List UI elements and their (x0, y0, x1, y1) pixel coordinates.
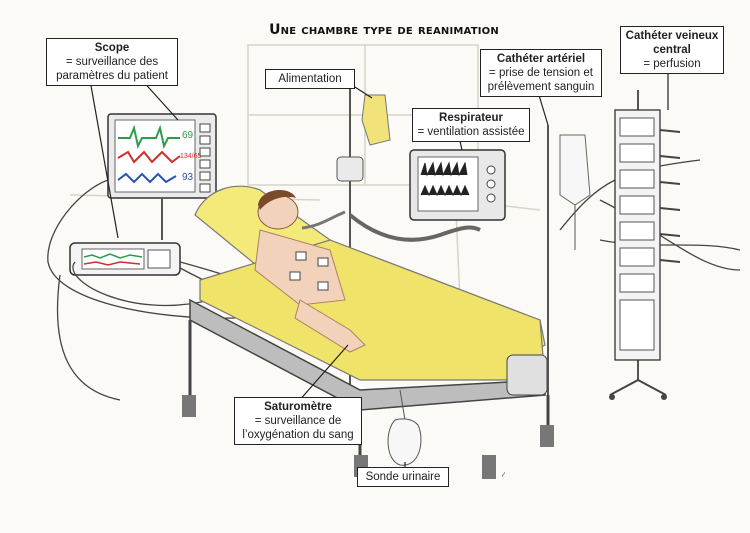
label-scope-sub: = surveillance des paramètres du patient (56, 56, 168, 82)
urine-bag (387, 389, 422, 466)
page-title: Une chambre type de reanimation (269, 22, 499, 38)
label-scope: Scope = surveillance des paramètres du p… (46, 38, 178, 86)
label-catheter-arteriel: Cathéter artériel = prise de tension et … (480, 49, 602, 97)
label-catheter-arteriel-sub: = prise de tension et prélèvement sangui… (487, 67, 595, 93)
infusion-pumps (609, 90, 681, 400)
label-catheter-arteriel-head: Cathéter artériel (496, 53, 586, 65)
label-catheter-central-sub: = perfusion (643, 58, 701, 70)
label-saturometre-sub: = surveillance de l’oxygénation du sang (242, 415, 354, 441)
ventilator (348, 149, 506, 242)
label-respirateur: Respirateur = ventilation assistée (412, 108, 530, 142)
label-sonde-urinaire: Sonde urinaire (357, 467, 449, 487)
arterial-pole (547, 125, 591, 440)
monitor-blood-pressure: 134/65 (180, 153, 202, 160)
patient (254, 189, 366, 353)
monitor-heart-rate: 69 (182, 130, 194, 141)
label-catheter-central: Cathéter veineux central = perfusion (620, 26, 724, 74)
label-scope-head: Scope (94, 42, 130, 54)
feeding-pole (336, 85, 391, 390)
label-respirateur-sub: = ventilation assistée (417, 126, 525, 138)
label-saturometre: Saturomètre = surveillance de l’oxygénat… (234, 397, 362, 445)
label-alimentation: Alimentation (265, 69, 355, 89)
label-saturometre-head: Saturomètre (264, 401, 332, 413)
label-respirateur-head: Respirateur (439, 112, 503, 124)
scope-monitor (107, 113, 217, 240)
label-alimentation-text: Alimentation (278, 73, 342, 85)
portable-monitor (69, 242, 181, 276)
label-catheter-central-head: Cathéter veineux central (625, 30, 719, 56)
label-sonde-urinaire-text: Sonde urinaire (365, 471, 441, 483)
monitor-spo2: 93 (182, 172, 194, 183)
